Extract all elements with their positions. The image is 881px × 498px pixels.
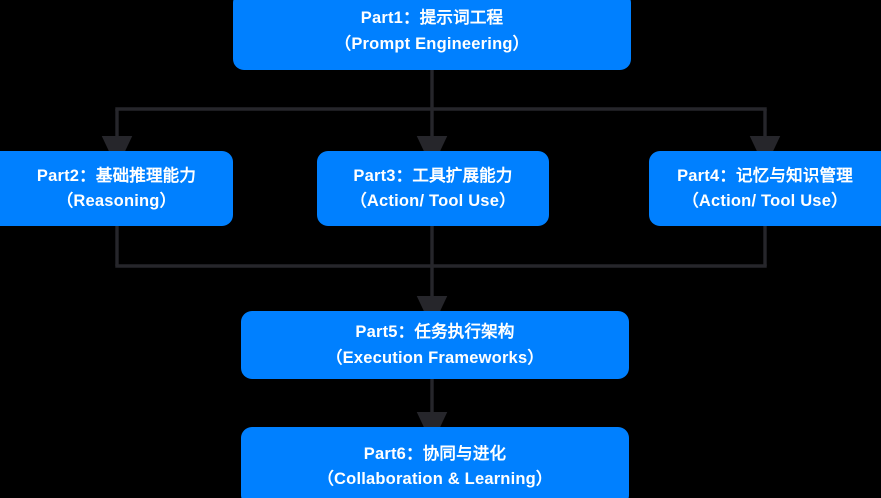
node-part5-subtitle: （Execution Frameworks）: [325, 348, 545, 367]
node-part3-title: Part3：工具扩展能力: [353, 166, 513, 185]
node-part1-title: Part1：提示词工程: [360, 9, 504, 28]
node-part4-memory-knowledge[interactable]: Part4：记忆与知识管理 （Action/ Tool Use）: [649, 151, 881, 226]
node-part5-execution-frameworks[interactable]: Part5：任务执行架构 （Execution Frameworks）: [241, 311, 629, 379]
node-part3-subtitle: （Action/ Tool Use）: [350, 192, 516, 210]
node-part4-subtitle: （Action/ Tool Use）: [682, 192, 848, 210]
node-part2-reasoning[interactable]: Part2：基础推理能力 （Reasoning）: [0, 151, 233, 226]
node-part6-subtitle: （Collaboration & Learning）: [317, 470, 553, 488]
node-part1-prompt-engineering[interactable]: Part1：提示词工程 （Prompt Engineering）: [233, 0, 631, 70]
node-part5-title: Part5：任务执行架构: [355, 323, 515, 342]
node-part4-title: Part4：记忆与知识管理: [677, 166, 853, 185]
node-part6-title: Part6：协同与进化: [363, 444, 507, 463]
node-part3-tool-use[interactable]: Part3：工具扩展能力 （Action/ Tool Use）: [317, 151, 549, 226]
node-part2-title: Part2：基础推理能力: [36, 166, 197, 185]
node-part6-collaboration-learning[interactable]: Part6：协同与进化 （Collaboration & Learning）: [241, 427, 629, 498]
node-part1-subtitle: （Prompt Engineering）: [334, 34, 530, 53]
node-part2-subtitle: （Reasoning）: [56, 192, 177, 210]
